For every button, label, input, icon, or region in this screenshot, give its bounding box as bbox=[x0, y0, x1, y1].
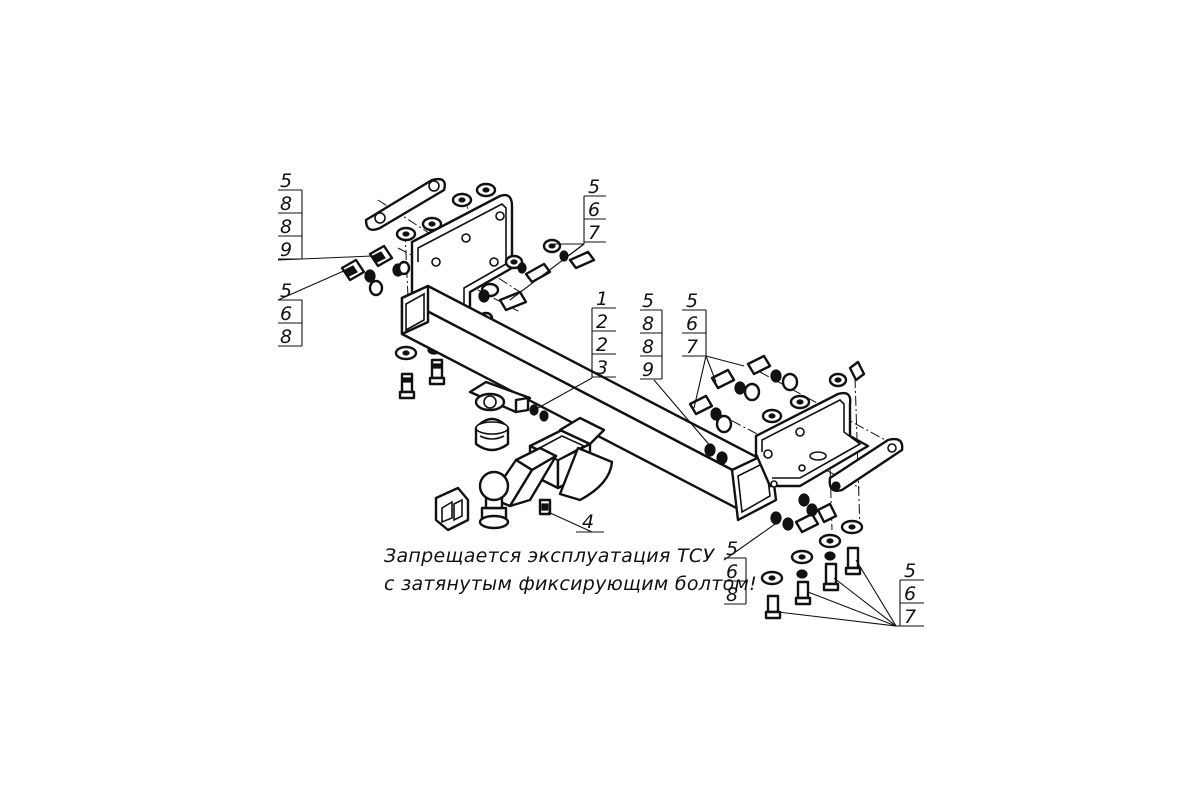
washer bbox=[781, 372, 799, 392]
callout-number: 3 bbox=[596, 357, 608, 379]
callout-number: 8 bbox=[642, 313, 654, 335]
callout-number: 9 bbox=[642, 359, 654, 381]
callout-number: 5 bbox=[686, 290, 698, 312]
callout-center: 1 2 2 3 bbox=[591, 288, 616, 379]
callout-lower-mid: 5 6 8 bbox=[724, 538, 747, 606]
bolt bbox=[568, 250, 596, 270]
bolt bbox=[688, 394, 714, 416]
bolt bbox=[794, 512, 820, 534]
callout-number: 7 bbox=[686, 336, 698, 358]
warning-note: Запрещается эксплуатация ТСУ с затянутым… bbox=[384, 545, 757, 595]
callout-right-b: 5 6 7 bbox=[682, 290, 707, 358]
nut bbox=[364, 269, 376, 283]
callout-number: 7 bbox=[904, 606, 916, 628]
bolt bbox=[524, 262, 552, 284]
callout-number: 6 bbox=[686, 313, 698, 335]
callout-number: 5 bbox=[904, 560, 916, 582]
callout-number: 4 bbox=[582, 511, 594, 533]
callout-number: 9 bbox=[280, 239, 292, 261]
callout-ball-bolt: 4 bbox=[576, 511, 604, 533]
washer bbox=[368, 279, 384, 297]
callout-lower-right: 5 6 7 bbox=[896, 560, 924, 628]
callout-number: 5 bbox=[588, 176, 600, 198]
callout-number: 6 bbox=[726, 561, 738, 583]
callout-right-a: 5 8 8 9 bbox=[640, 290, 663, 381]
callout-number: 5 bbox=[726, 538, 738, 560]
callout-upper-left-a: 5 8 8 9 bbox=[278, 170, 303, 261]
callout-number: 5 bbox=[642, 290, 654, 312]
callout-number: 1 bbox=[596, 288, 608, 310]
tow-ball bbox=[478, 470, 510, 502]
warning-line-1: Запрещается эксплуатация ТСУ bbox=[384, 545, 715, 567]
callout-number: 8 bbox=[280, 193, 292, 215]
warning-line-2: с затянутым фиксирующим болтом! bbox=[384, 573, 757, 595]
callout-number: 2 bbox=[596, 311, 608, 333]
bolt bbox=[816, 502, 838, 524]
callout-number: 5 bbox=[280, 170, 292, 192]
callout-number: 8 bbox=[280, 216, 292, 238]
leader-lines bbox=[277, 243, 897, 627]
bolt bbox=[400, 372, 414, 394]
callout-upper-left-b: 5 6 8 bbox=[278, 280, 303, 348]
bolt bbox=[710, 368, 736, 390]
callout-upper-mid: 5 6 7 bbox=[583, 176, 606, 244]
callout-number: 2 bbox=[596, 334, 608, 356]
ball-mount bbox=[434, 380, 614, 532]
bolt bbox=[430, 358, 444, 380]
callout-number: 6 bbox=[904, 583, 916, 605]
callout-number: 8 bbox=[280, 326, 292, 348]
callout-number: 8 bbox=[642, 336, 654, 358]
washer bbox=[743, 382, 761, 402]
callout-number: 7 bbox=[588, 222, 600, 244]
callout-number: 5 bbox=[280, 280, 292, 302]
washer bbox=[397, 260, 411, 276]
callout-number: 6 bbox=[588, 199, 600, 221]
bolt bbox=[746, 354, 772, 376]
right-mount bbox=[688, 354, 904, 620]
washer bbox=[715, 414, 733, 434]
bolt bbox=[498, 290, 528, 312]
callout-number: 6 bbox=[280, 303, 292, 325]
callout-number: 8 bbox=[726, 584, 738, 606]
right-spacer-strip bbox=[828, 437, 904, 492]
